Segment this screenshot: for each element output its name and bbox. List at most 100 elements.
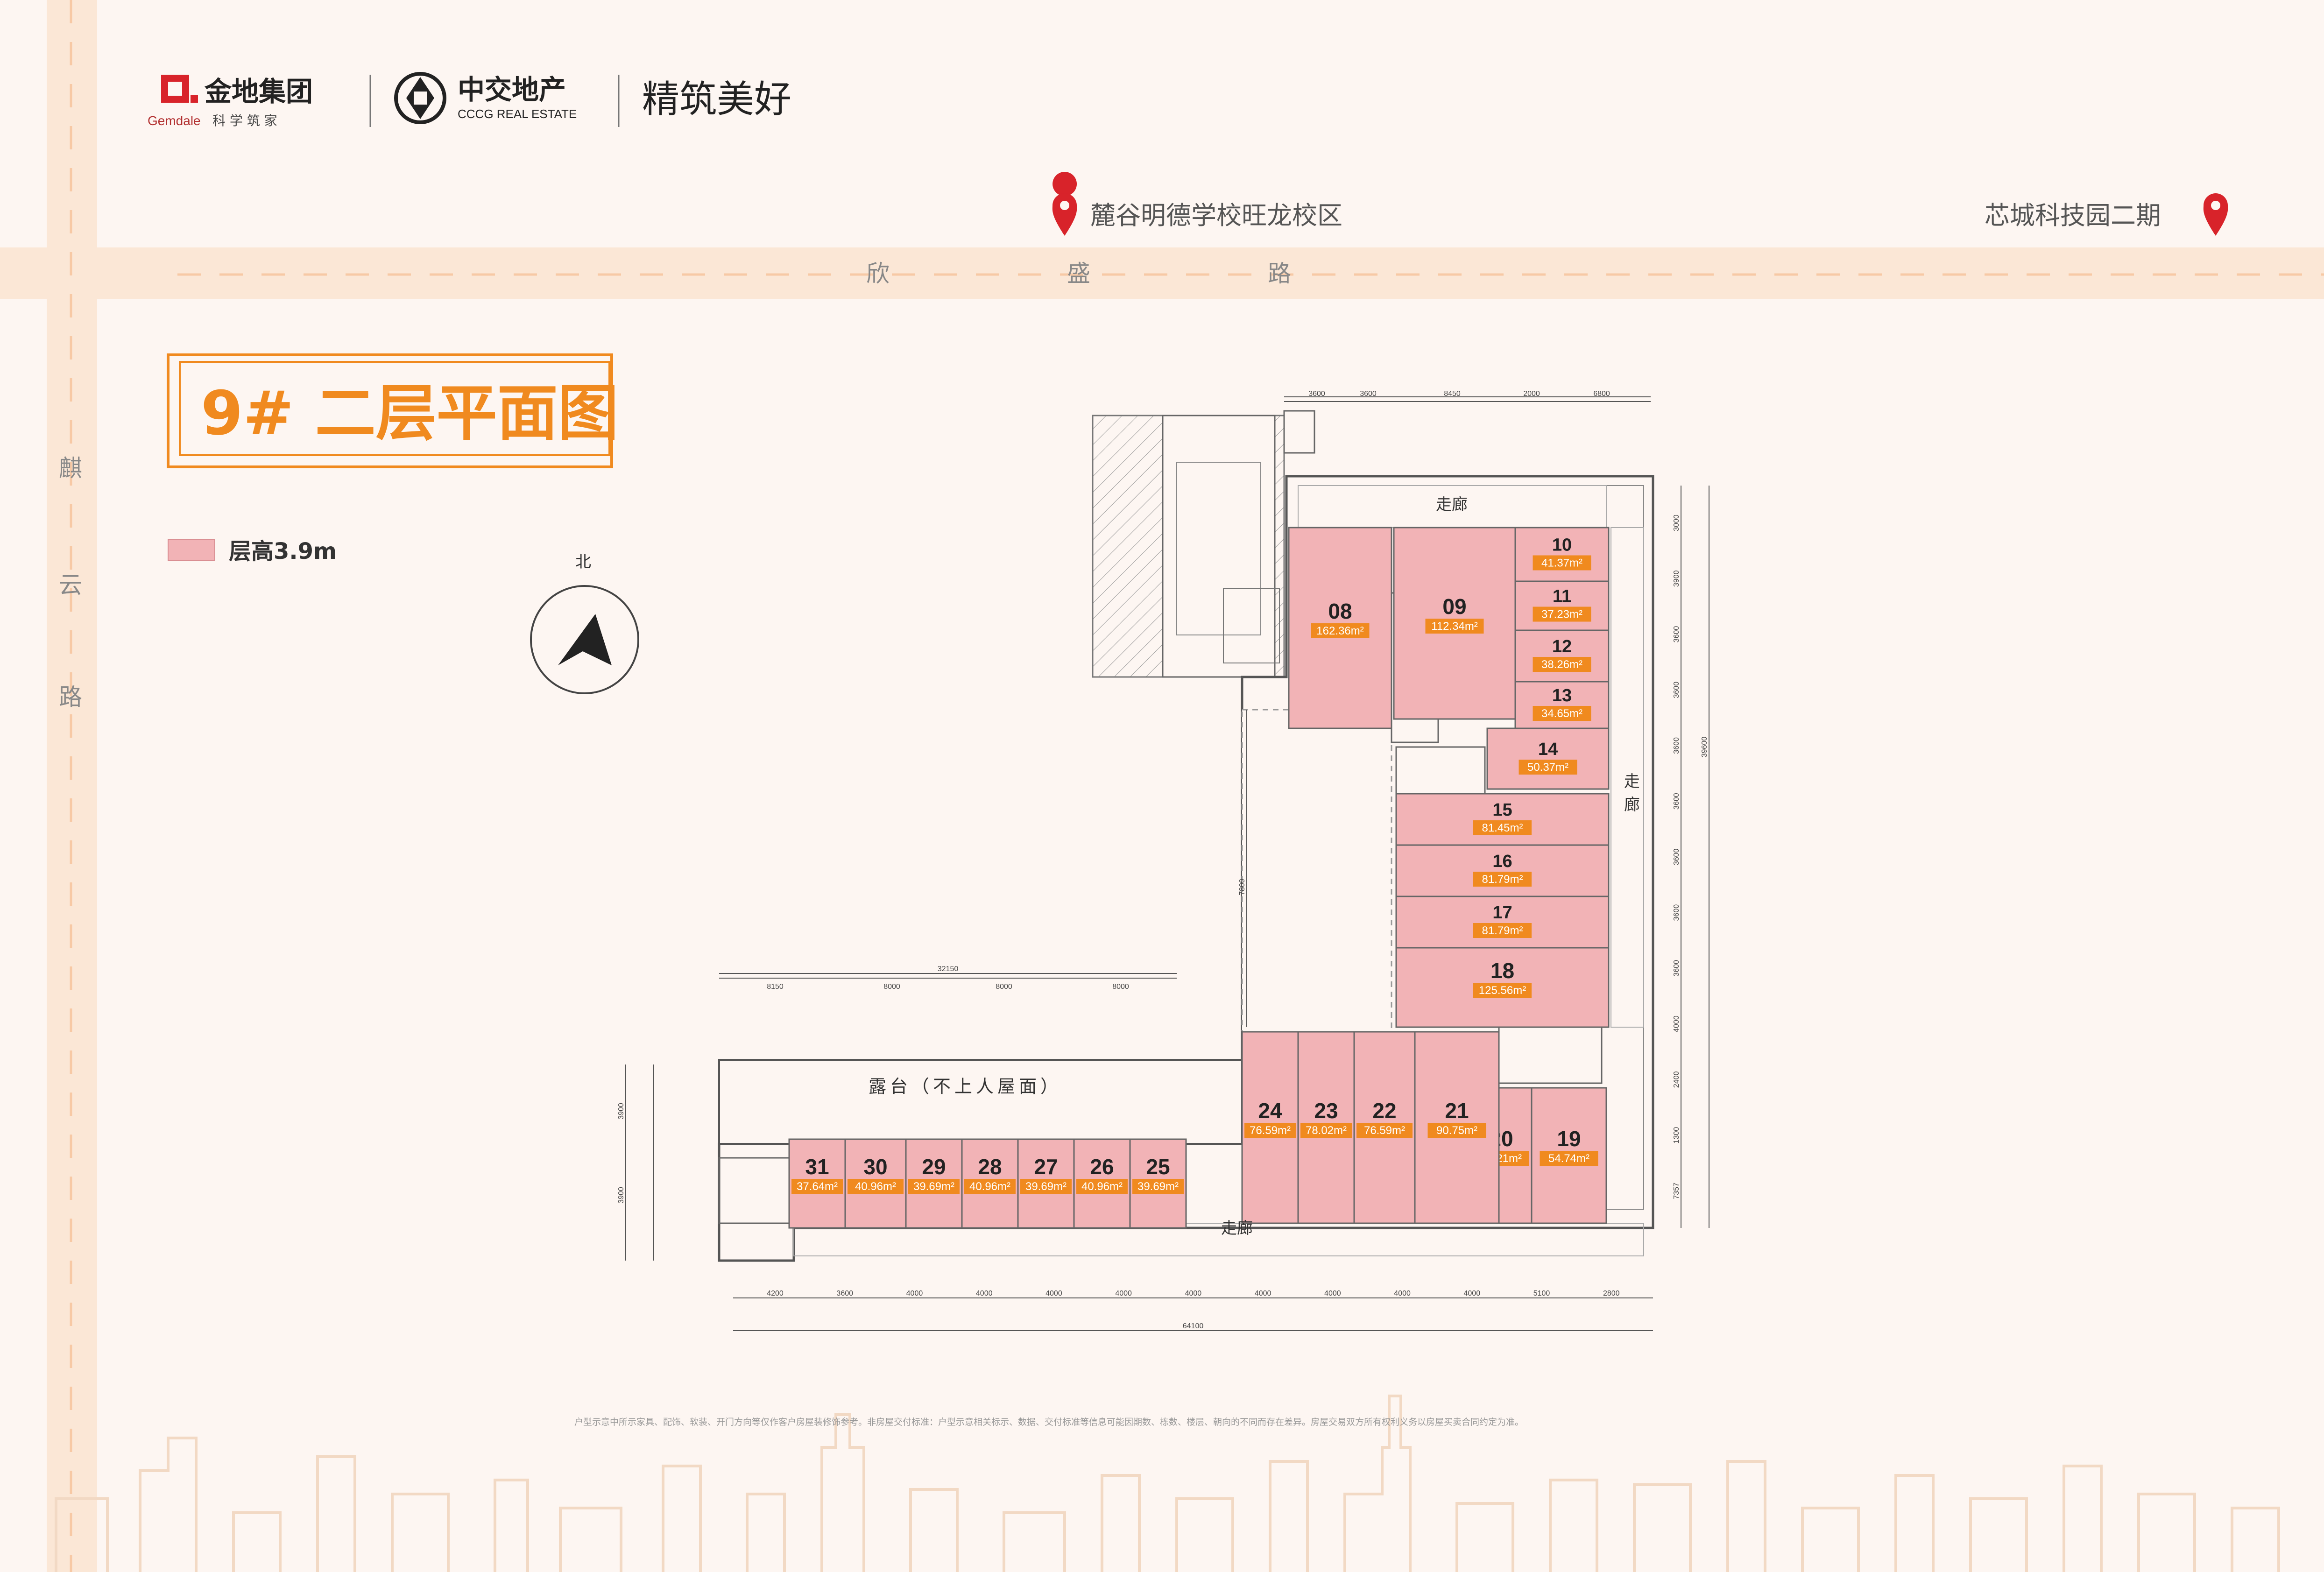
cccg-logo: 中交地产 CCCG REAL ESTATE [394, 72, 577, 124]
dim-right: 3600 [1673, 737, 1681, 754]
location-pin-left: 麓谷明德学校旺龙校区 [1052, 172, 1342, 236]
unit-number: 31 [805, 1155, 829, 1179]
map-pin-icon [2203, 193, 2228, 236]
dim-bottom: 4000 [1045, 1290, 1062, 1297]
unit-number: 12 [1552, 637, 1572, 656]
unit-number: 08 [1328, 599, 1352, 623]
unit-number: 15 [1492, 800, 1512, 820]
area-tag [1076, 1179, 1128, 1194]
skyline-decoration [55, 1395, 2280, 1572]
gemdale-en: Gemdale [148, 113, 201, 128]
dim-bottom: 5100 [1533, 1290, 1550, 1297]
dim-bottom: 4200 [767, 1290, 784, 1297]
dim-bottom: 4000 [1464, 1290, 1481, 1297]
unit-15[interactable]: 15 81.45m² [1395, 793, 1610, 846]
location-right-label: 芯城科技园二期 [1985, 201, 2161, 230]
courtyard [1241, 709, 1392, 1037]
map-pin-icon [1053, 172, 1077, 233]
unit-number: 26 [1090, 1155, 1114, 1179]
area-tag [1533, 606, 1591, 622]
north-stair-tower [1283, 410, 1315, 454]
terrace [718, 1059, 1243, 1145]
area-tag [1427, 1123, 1486, 1138]
unit-number: 13 [1552, 686, 1572, 705]
dim-mid-left: 7800 [1238, 879, 1246, 895]
core-block [1162, 415, 1276, 678]
dim-right-total: 39600 [1701, 737, 1709, 758]
disclaimer: 户型示意中所示家具、配饰、软装、开门方向等仅作客户房屋装修饰参考。非房屋交付标准… [574, 1417, 1524, 1427]
compass-label: 北 [575, 553, 591, 571]
north-arrow-icon [558, 614, 612, 665]
road-v-char-1: 麒 [59, 455, 82, 482]
unit-fill [1395, 895, 1610, 949]
compass-circle [530, 585, 639, 694]
unit-area: 81.45m² [1482, 822, 1523, 834]
dim-right: 3600 [1673, 904, 1681, 921]
unit-fill [1514, 527, 1610, 582]
dim-top: 6800 [1593, 390, 1610, 398]
unit-area: 54.74m² [1548, 1152, 1589, 1165]
dim-bottom: 2800 [1603, 1290, 1620, 1297]
dim-bottom: 4000 [1255, 1290, 1271, 1297]
dim-right: 4000 [1673, 1015, 1681, 1032]
unit-area: 81.79m² [1482, 924, 1523, 937]
unit-number: 30 [863, 1155, 887, 1179]
unit-number: 18 [1490, 959, 1514, 983]
unit-number: 23 [1314, 1099, 1338, 1123]
unit-number: 25 [1146, 1155, 1170, 1179]
corridor-label-east-1: 走 [1624, 772, 1640, 791]
road-v-char-2: 云 [59, 571, 82, 599]
unit-area: 40.96m² [969, 1180, 1010, 1193]
unit-number: 21 [1445, 1099, 1469, 1123]
dim-left-top: 8000 [996, 983, 1012, 991]
legend: 层高3.9m [168, 538, 337, 564]
dim-bottom: 4000 [976, 1290, 993, 1297]
dim-left-top: 8000 [883, 983, 900, 991]
area-tag [1356, 1123, 1413, 1138]
unit-fill [1514, 629, 1610, 683]
location-pin-right: 芯城科技园二期 [1985, 193, 2228, 236]
area-tag [1244, 1123, 1296, 1138]
north-compass: 北 [530, 553, 639, 694]
area-tag [848, 1179, 904, 1194]
tagline: 精筑美好 [642, 78, 791, 121]
unit-area: 40.96m² [855, 1180, 896, 1193]
unit-area: 40.96m² [1081, 1180, 1123, 1193]
legend-swatch [168, 539, 215, 561]
road-band-vertical [47, 0, 97, 1572]
area-tag [1425, 619, 1484, 634]
unit-area: 39.69m² [1025, 1180, 1067, 1193]
cccg-en: CCCG REAL ESTATE [458, 107, 577, 121]
dim-bottom-total: 64100 [1183, 1322, 1204, 1330]
stair-core-mid [1395, 746, 1486, 795]
dim-right: 3900 [1673, 570, 1681, 587]
dim-right: 2400 [1673, 1071, 1681, 1088]
dim-right: 3600 [1673, 960, 1681, 977]
dim-bottom: 3600 [836, 1290, 853, 1297]
unit-area: 76.59m² [1364, 1124, 1405, 1137]
corridor-label-south: 走廊 [1221, 1219, 1253, 1238]
